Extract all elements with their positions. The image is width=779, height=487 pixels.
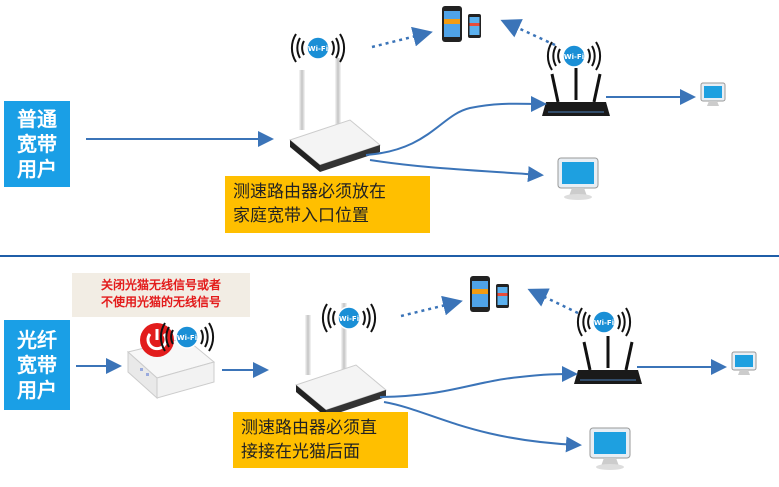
wifi-badge-text: Wi-Fi: [177, 334, 197, 342]
placement-note: 测速路由器必须放在 家庭宽带入口位置: [225, 176, 430, 233]
fiber-user-label: 光纤 宽带 用户: [4, 320, 70, 410]
broadband-user-label: 普通 宽带 用户: [4, 101, 70, 187]
section-divider: [0, 255, 779, 257]
wifi-badge-text: Wi-Fi: [339, 315, 359, 323]
wifi-badge-text: Wi-Fi: [564, 53, 584, 61]
connection-note: 测速路由器必须直 接接在光猫后面: [233, 412, 408, 468]
wifi-badge-text: Wi-Fi: [308, 45, 328, 53]
wifi-badge-text: Wi-Fi: [594, 319, 614, 327]
modem-wifi-warning: 关闭光猫无线信号或者 不使用光猫的无线信号: [72, 273, 250, 317]
